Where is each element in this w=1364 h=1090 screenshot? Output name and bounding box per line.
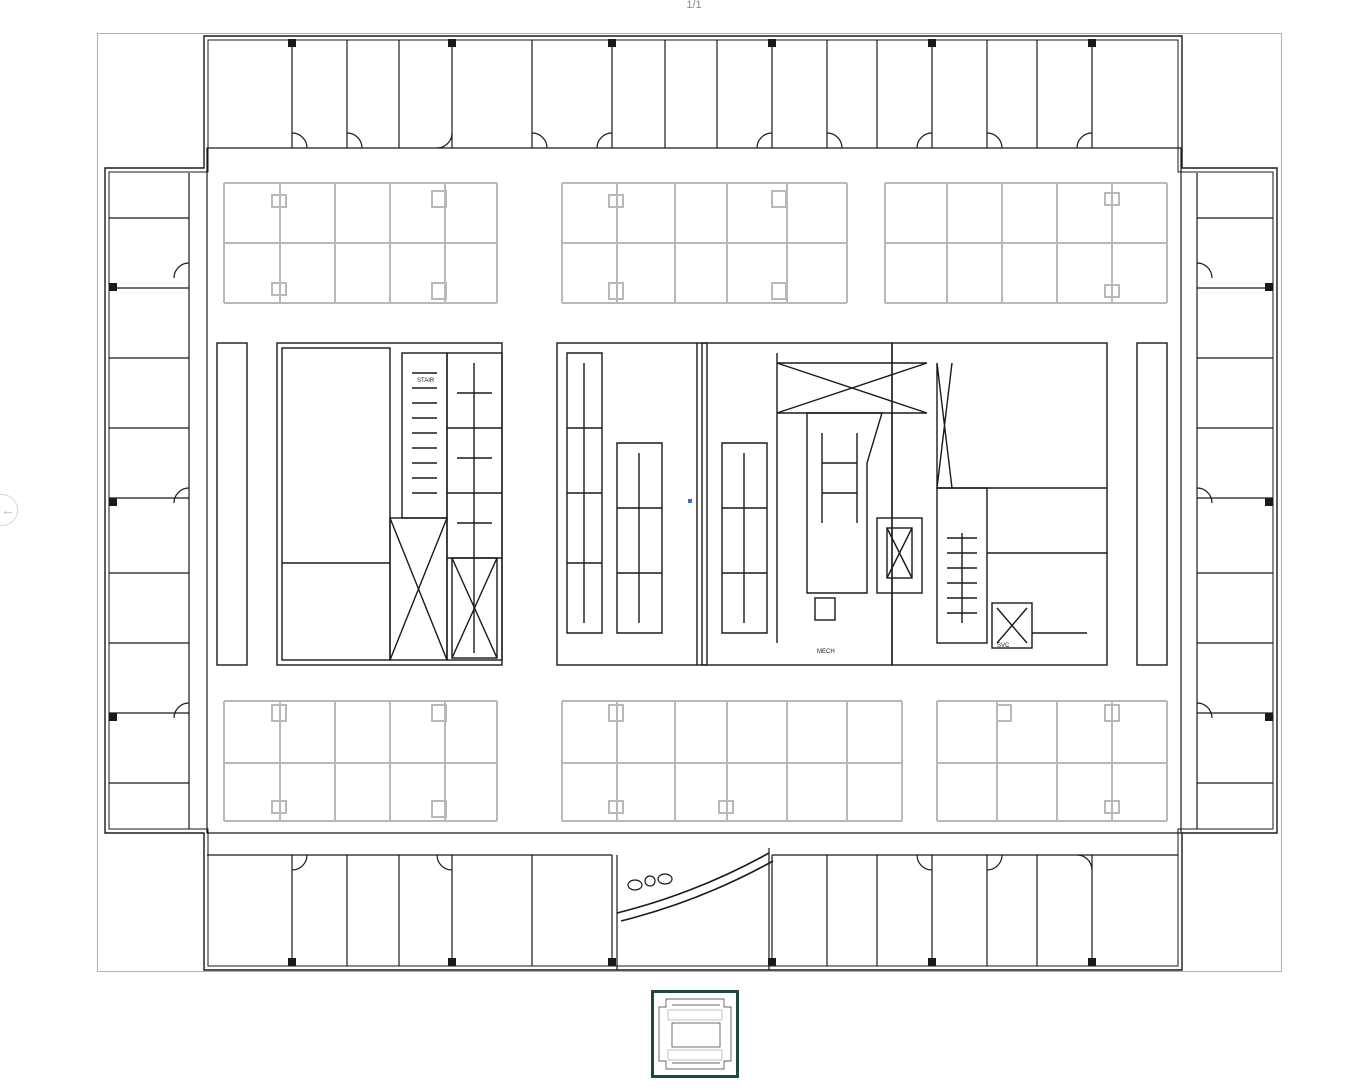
bottom-office-row bbox=[207, 848, 1178, 970]
stair-label: STAIR bbox=[417, 378, 435, 384]
elevator-bank-2 bbox=[556, 342, 708, 666]
mech-label: MECH bbox=[817, 649, 835, 655]
core-right-strip bbox=[1136, 342, 1168, 666]
thumbnail-preview bbox=[657, 996, 733, 1072]
previous-page-button[interactable]: ← bbox=[0, 494, 18, 526]
restrooms bbox=[806, 412, 883, 594]
svc-label: SVC bbox=[997, 643, 1010, 649]
right-wing-offices bbox=[1196, 217, 1273, 784]
core-left-strip bbox=[216, 342, 248, 666]
top-office-row bbox=[291, 40, 1093, 149]
building-outline bbox=[104, 35, 1278, 971]
center-marker bbox=[688, 499, 692, 503]
corridor-line bbox=[206, 147, 1182, 834]
arrow-left-icon: ← bbox=[1, 502, 15, 518]
workstations-bottom bbox=[223, 700, 1168, 822]
elevator-bank-1 bbox=[446, 352, 503, 661]
page-thumbnail[interactable] bbox=[651, 990, 739, 1078]
stair-right bbox=[936, 487, 988, 644]
entry-curve bbox=[616, 852, 774, 922]
floor-plan-drawing: STAIR MECH SVC bbox=[104, 35, 1278, 971]
entry-chairs bbox=[627, 873, 673, 891]
svc-room bbox=[991, 602, 1033, 649]
workstations-top bbox=[223, 182, 1168, 304]
building-core bbox=[216, 342, 1168, 666]
left-wing-offices bbox=[109, 217, 190, 784]
page-counter: 1/1 bbox=[686, 0, 702, 11]
